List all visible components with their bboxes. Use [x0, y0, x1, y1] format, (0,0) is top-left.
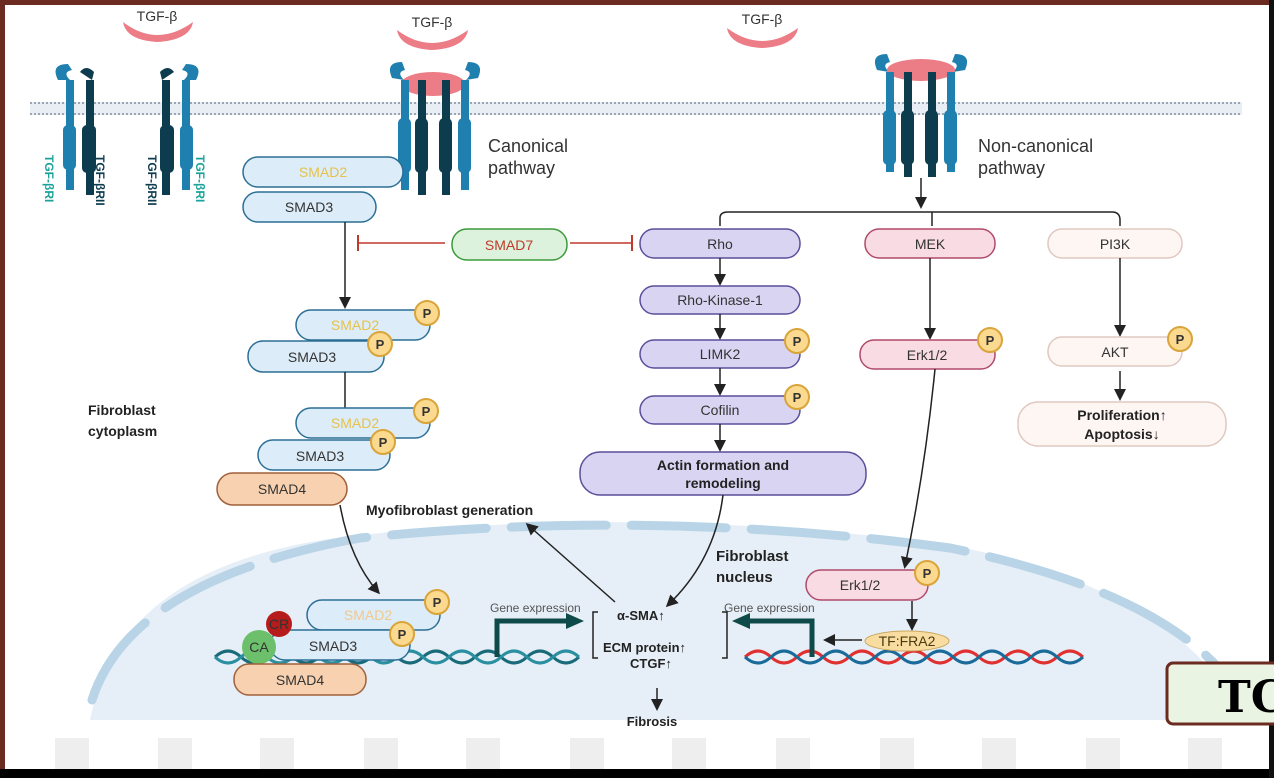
- svg-text:CTGF↑: CTGF↑: [630, 656, 672, 671]
- frame-top: [0, 0, 1274, 5]
- arrow-actin-to-asma: [665, 494, 724, 608]
- cell-membrane: [30, 102, 1242, 115]
- svg-text:P: P: [923, 566, 932, 581]
- svg-text:SMAD3: SMAD3: [285, 199, 333, 215]
- svg-text:P: P: [398, 627, 407, 642]
- receptor-pair-1: TGF-βRI TGF-βRII: [42, 64, 107, 206]
- gene-expression-arrow-left: Gene expression: [490, 601, 584, 657]
- myofibroblast-label: Myofibroblast generation: [366, 502, 533, 518]
- svg-text:LIMK2: LIMK2: [700, 346, 741, 362]
- cytoplasm-label-1: Fibroblast: [88, 402, 156, 418]
- svg-text:ECM protein↑: ECM protein↑: [603, 640, 686, 655]
- svg-text:TGF-βRI: TGF-βRI: [42, 155, 56, 202]
- svg-text:TGF-β: TGF-β: [742, 11, 783, 27]
- svg-text:SMAD2: SMAD2: [299, 164, 347, 180]
- svg-text:Gene expression: Gene expression: [724, 601, 815, 615]
- svg-text:SMAD3: SMAD3: [296, 448, 344, 464]
- mek-erk-cascade: MEK Erk1/2 P: [859, 228, 1003, 569]
- svg-text:Erk1/2: Erk1/2: [907, 347, 948, 363]
- svg-text:TGF-β: TGF-β: [412, 14, 453, 30]
- nucleus-label-1: Fibroblast: [716, 548, 789, 565]
- svg-text:remodeling: remodeling: [685, 475, 760, 491]
- tgf-beta-ligand-2: TGF-β: [397, 14, 468, 50]
- corner-badge: TC: [1165, 661, 1274, 726]
- svg-text:SMAD2: SMAD2: [331, 415, 379, 431]
- canonical-label-2: pathway: [488, 158, 555, 178]
- svg-text:SMAD3: SMAD3: [309, 638, 357, 654]
- svg-text:SMAD7: SMAD7: [485, 237, 533, 253]
- svg-text:Proliferation↑: Proliferation↑: [1077, 407, 1166, 423]
- svg-text:Rho: Rho: [707, 236, 733, 252]
- svg-text:SMAD4: SMAD4: [276, 672, 324, 688]
- bottom-strip: [55, 738, 1222, 769]
- nuclear-erk: Erk1/2 P TF:FRA2: [805, 560, 950, 652]
- svg-text:CR: CR: [269, 616, 289, 632]
- svg-text:TGF-βRI: TGF-βRI: [193, 155, 207, 202]
- svg-text:P: P: [793, 334, 802, 349]
- cytoplasm-label-2: cytoplasm: [88, 423, 157, 439]
- noncanonical-label-1: Non-canonical: [978, 136, 1093, 156]
- nucleus-label-2: nucleus: [716, 569, 773, 586]
- canonical-label-1: Canonical: [488, 136, 568, 156]
- smad7-inhibition: SMAD7: [357, 228, 633, 261]
- nuclear-smad-complex: SMAD2 SMAD3 P P CR CA SMAD4: [233, 589, 450, 696]
- smad2-3-complex-inactive: SMAD2 SMAD3: [242, 156, 404, 223]
- svg-text:P: P: [986, 333, 995, 348]
- fibrosis-label: Fibrosis: [627, 714, 678, 729]
- branch-line: [719, 211, 1121, 226]
- noncanonical-label-2: pathway: [978, 158, 1045, 178]
- tgf-beta-ligand-1: TGF-β: [123, 8, 193, 42]
- svg-text:TC: TC: [1218, 672, 1274, 723]
- svg-text:TGF-βRII: TGF-βRII: [145, 155, 159, 206]
- tgf-beta-ligand-3: TGF-β: [727, 11, 798, 48]
- svg-text:TGF-βRII: TGF-βRII: [93, 155, 107, 206]
- svg-text:Rho-Kinase-1: Rho-Kinase-1: [677, 292, 763, 308]
- svg-text:SMAD4: SMAD4: [258, 481, 306, 497]
- svg-text:P: P: [379, 435, 388, 450]
- svg-text:SMAD2: SMAD2: [331, 317, 379, 333]
- arrow-myofibroblast: [525, 523, 616, 603]
- svg-text:AKT: AKT: [1101, 344, 1129, 360]
- svg-text:α-SMA↑: α-SMA↑: [617, 608, 665, 623]
- svg-text:P: P: [1176, 332, 1185, 347]
- svg-text:CA: CA: [249, 639, 269, 655]
- svg-text:MEK: MEK: [915, 236, 946, 252]
- svg-text:SMAD2: SMAD2: [344, 607, 392, 623]
- receptor-pair-2: TGF-βRII TGF-βRI: [145, 64, 207, 206]
- svg-text:Cofilin: Cofilin: [701, 402, 740, 418]
- svg-text:Erk1/2: Erk1/2: [840, 577, 881, 593]
- svg-text:Gene expression: Gene expression: [490, 601, 581, 615]
- svg-text:P: P: [423, 306, 432, 321]
- svg-text:P: P: [793, 390, 802, 405]
- p-smad-complex-1: SMAD2 SMAD3 P P: [247, 300, 440, 373]
- gene-expression-arrow-right: Gene expression: [724, 601, 815, 657]
- svg-text:P: P: [376, 337, 385, 352]
- nucleus: [87, 520, 1248, 720]
- frame-bottom: [0, 769, 1274, 778]
- svg-text:TGF-β: TGF-β: [137, 8, 178, 24]
- svg-text:SMAD3: SMAD3: [288, 349, 336, 365]
- receptor-complex-canonical: [389, 62, 481, 195]
- pi3k-akt-cascade: PI3K AKT P Proliferation↑ Apoptosis↓: [1017, 228, 1227, 447]
- svg-text:Apoptosis↓: Apoptosis↓: [1084, 426, 1159, 442]
- svg-text:TF:FRA2: TF:FRA2: [879, 633, 936, 649]
- frame-right: [1269, 0, 1274, 778]
- target-genes: α-SMA↑ ECM protein↑ CTGF↑: [592, 608, 728, 671]
- rho-cascade: Rho Rho-Kinase-1 LIMK2 P Cofilin P Actin…: [579, 228, 867, 496]
- svg-text:Actin formation and: Actin formation and: [657, 457, 789, 473]
- p-smad-complex-2: SMAD2 SMAD3 P P SMAD4: [216, 398, 439, 506]
- arrow-to-nucleus: [339, 504, 380, 595]
- receptor-complex-noncanonical: [874, 54, 968, 177]
- svg-text:P: P: [433, 595, 442, 610]
- frame-left: [0, 0, 5, 778]
- svg-text:P: P: [422, 404, 431, 419]
- svg-text:PI3K: PI3K: [1100, 236, 1131, 252]
